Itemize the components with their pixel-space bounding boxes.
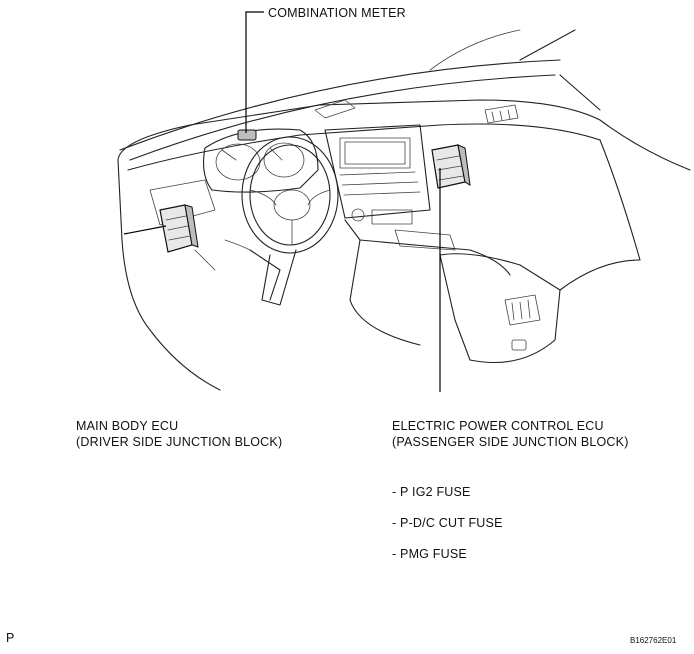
fuse-item-p-dc-cut: - P-D/C CUT FUSE [392, 516, 503, 530]
driver-lower-panel [149, 179, 281, 301]
label-electric-power-control-ecu: ELECTRIC POWER CONTROL ECU [392, 419, 604, 433]
center-console [324, 124, 511, 346]
rear-console [439, 253, 641, 363]
fuse-item-pmg: - PMG FUSE [392, 547, 467, 561]
dashboard-body [117, 99, 691, 391]
leader-main-body-ecu [123, 225, 167, 235]
fuse-item-p-ig2: - P IG2 FUSE [392, 485, 471, 499]
steering-wheel [241, 136, 339, 306]
figure-code: B162762E01 [630, 636, 677, 645]
label-passenger-side-junction-block: (PASSENGER SIDE JUNCTION BLOCK) [392, 435, 629, 449]
main-body-ecu-module [159, 204, 199, 253]
leader-combination-meter [245, 11, 264, 133]
combination-meter-illustration [203, 128, 319, 193]
label-main-body-ecu: MAIN BODY ECU [76, 419, 179, 433]
label-combination-meter: COMBINATION METER [268, 6, 406, 20]
label-driver-side-junction-block: (DRIVER SIDE JUNCTION BLOCK) [76, 435, 283, 449]
electric-power-control-ecu-module [431, 144, 471, 189]
windshield-outline [119, 29, 601, 161]
corner-letter: P [6, 631, 15, 645]
